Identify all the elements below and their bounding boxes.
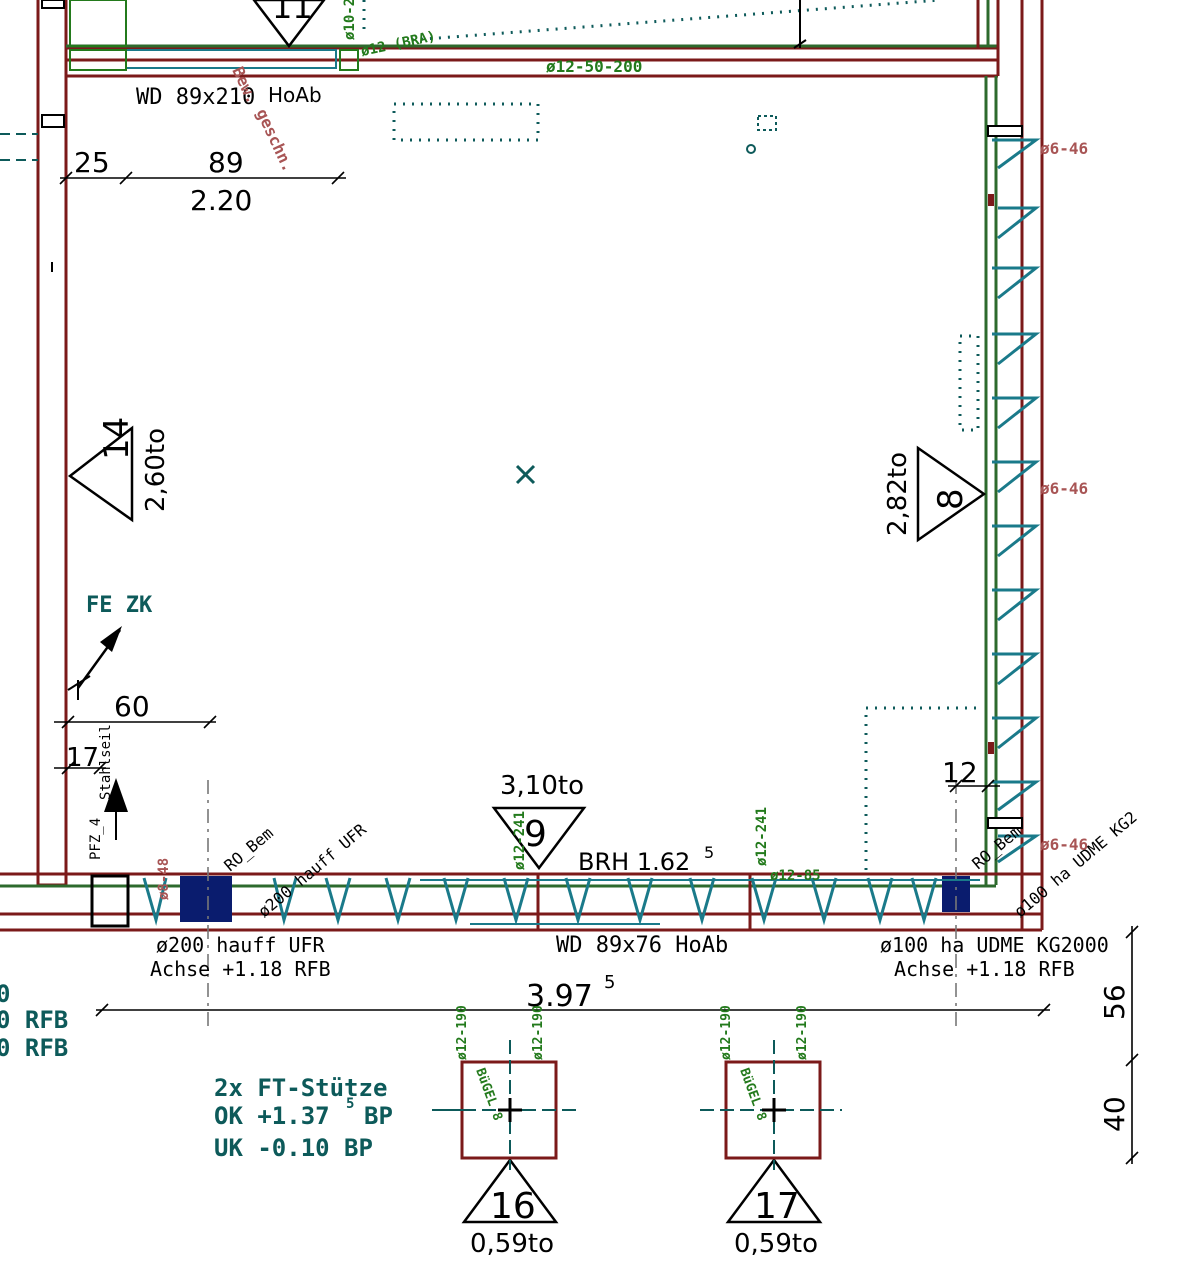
dim-25: 25: [74, 146, 110, 179]
columns-uk: UK -0.10 BP: [214, 1134, 373, 1162]
load-17-label: 0,59to: [734, 1229, 818, 1259]
load-8-label: 2,82to: [883, 452, 913, 536]
stahlseil-label: Stahlseil: [98, 724, 114, 800]
left-cut-2: 0 RFB: [0, 1006, 68, 1034]
left-cut-3: 0 RFB: [0, 1034, 68, 1062]
dim-12: 12: [942, 756, 978, 789]
rebar-vert-label: ø10-24: [342, 0, 358, 40]
bottom-opening-label: WD 89x76 HoAb: [556, 933, 728, 958]
dim-220: 2.20: [190, 184, 252, 217]
marker-17-triangle: [725, 1157, 823, 1224]
brh-sup: 5: [704, 843, 714, 862]
rebar-bottom-1: ø12-241: [512, 811, 528, 870]
columns-title: 2x FT-Stütze: [214, 1074, 387, 1102]
dim-89: 89: [208, 146, 244, 179]
columns-ok-suffix: BP: [364, 1102, 393, 1130]
rebar-bottom-3: ø8-48: [156, 858, 172, 900]
rebar-bottom-2: ø12-241: [754, 807, 770, 866]
marker-17-label: 17: [754, 1186, 800, 1227]
labels: 11 WD 89x210 HoAb ø12-50-200 ø12 (BRA) ø…: [0, 0, 1141, 1259]
dim-56: 56: [1098, 984, 1131, 1020]
marker-9-triangle: [491, 806, 587, 871]
column-16-rebar-a: ø12-190: [455, 1005, 470, 1060]
load-markers: [67, 0, 987, 1224]
rebar-top-label: ø12-50-200: [546, 57, 642, 76]
note-red-geschn: geschn.: [252, 106, 298, 175]
pipe-right-1: ø100 ha UDME KG2000: [880, 933, 1109, 957]
marker-14-label: 14: [97, 417, 137, 460]
pipe-left-2: Achse +1.18 RFB: [150, 957, 331, 981]
marker-11-triangle: [252, 0, 326, 49]
dim-40: 40: [1098, 1096, 1131, 1132]
marker-9-label: 9: [524, 814, 547, 855]
marker-8-triangle: [916, 445, 987, 543]
marker-14-triangle: [67, 425, 134, 523]
rebar-right-1: ø6-46: [1040, 139, 1088, 158]
pfz-label: PFZ_4: [88, 818, 104, 860]
marker-11-label: 11: [272, 0, 313, 26]
brh-label: BRH 1.62: [578, 848, 690, 876]
pipe-left-1: ø200 hauff UFR: [156, 933, 326, 957]
fe-zk-label: FE ZK: [86, 593, 153, 618]
left-cut-1: 0: [0, 980, 10, 1008]
columns-ok: OK +1.37: [214, 1102, 330, 1130]
rebar-v-marks-bottom: [142, 877, 980, 926]
load-16-label: 0,59to: [470, 1229, 554, 1259]
column-16-rebar-b: ø12-190: [531, 1005, 546, 1060]
dim-60: 60: [114, 690, 150, 723]
dim-17: 17: [66, 743, 99, 773]
load-9-label: 3,10to: [500, 771, 584, 801]
total-dim-sup: 5: [604, 972, 615, 993]
pipe-right-2: Achse +1.18 RFB: [894, 957, 1075, 981]
total-dim: 3.97: [526, 979, 593, 1014]
top-opening-label: WD 89x210: [136, 85, 255, 110]
column-17-rebar-a: ø12-190: [719, 1005, 734, 1060]
rebar-right-2: ø6-46: [1040, 479, 1088, 498]
dimension-lines: [54, 0, 1139, 1165]
ro-bem-left: RO_Bem: [220, 823, 276, 875]
load-14-label: 2,60to: [141, 428, 171, 512]
marker-16-triangle: [461, 1157, 559, 1224]
columns-ok-sup: 5: [346, 1096, 354, 1112]
rebar-right-3: ø6-46: [1040, 835, 1088, 854]
marker-8-label: 8: [931, 488, 971, 510]
walls: [0, 0, 1044, 932]
rebar-bottom-4: ø12-85: [770, 868, 821, 884]
rebar-tag-label: ø12 (BRA): [360, 28, 438, 59]
rebar-v-marks-right: [992, 138, 1041, 864]
column-17-rebar-b: ø12-190: [795, 1005, 810, 1060]
marker-16-label: 16: [490, 1186, 536, 1227]
pipe-right-diag: ø100 ha UDME KG2: [1010, 807, 1140, 921]
dotted-outlines: [0, 0, 980, 1028]
column-details: [432, 1040, 842, 1170]
top-opening-suffix: HoAb: [268, 83, 322, 107]
